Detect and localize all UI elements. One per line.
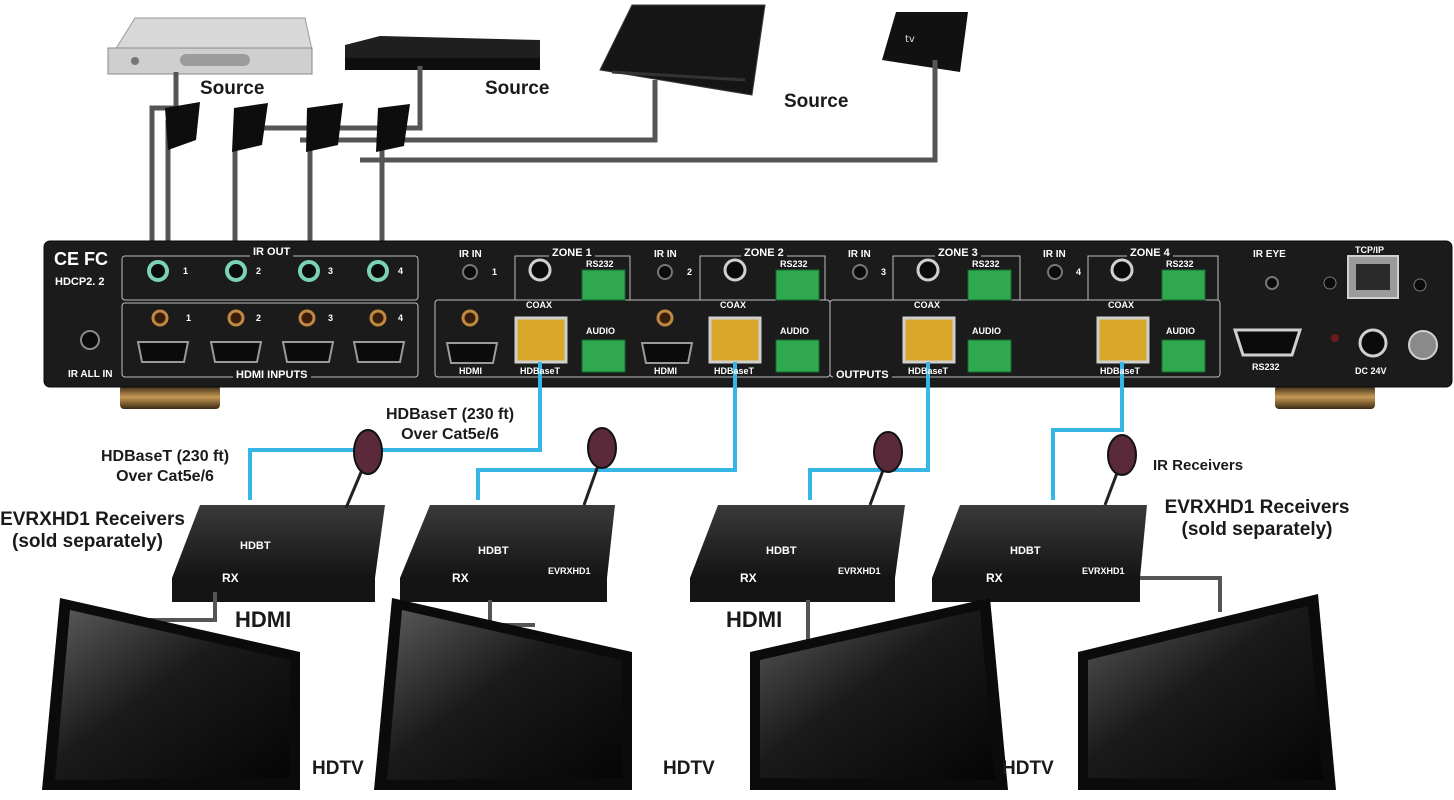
zone-1-hdmi: HDMI bbox=[459, 366, 482, 376]
ir-out-port-1: 1 bbox=[183, 266, 189, 276]
zone-4-ir-num: 4 bbox=[1076, 267, 1082, 277]
receiver-2-rx: RX bbox=[452, 571, 469, 585]
zone-2-rs232: RS232 bbox=[780, 259, 808, 269]
receiver-1 bbox=[172, 505, 385, 602]
hdmi-label-2: HDMI bbox=[726, 607, 783, 632]
source-device-blu-ray-player bbox=[345, 36, 540, 70]
ir-out-port-2: 2 bbox=[256, 266, 262, 276]
zone-1-rs232: RS232 bbox=[586, 259, 614, 269]
ir-out-label: IR OUT bbox=[250, 246, 294, 258]
hdmi-inputs-label: HDMI INPUTS bbox=[233, 369, 311, 381]
zone-2-ir-num: 2 bbox=[687, 267, 693, 277]
receiver-2 bbox=[400, 505, 615, 602]
receiver-3-brand: HDBT bbox=[766, 545, 797, 557]
receivers-label-left-2: (sold separately) bbox=[12, 531, 163, 552]
hdmi-input-port-3: 3 bbox=[328, 313, 334, 323]
ir-receiver-pucks bbox=[344, 427, 1137, 509]
receivers-label-right-2: (sold separately) bbox=[1181, 519, 1333, 540]
zone-4-hdbaset: HDBaseT bbox=[1100, 366, 1141, 376]
zone-2-hdbaset: HDBaseT bbox=[714, 366, 755, 376]
receiver-1-brand: HDBT bbox=[240, 540, 271, 552]
zone-1-hdbaset: HDBaseT bbox=[520, 366, 561, 376]
zone-1-ir-num: 1 bbox=[492, 267, 498, 277]
source-device-satellite-box bbox=[107, 17, 313, 75]
zone-3-ir-in: IR IN bbox=[848, 249, 871, 260]
source-device-streaming-box: tv bbox=[882, 12, 968, 72]
zone-3-header: ZONE 3 bbox=[935, 247, 981, 259]
zone-3-coax: COAX bbox=[914, 300, 941, 310]
source-label-1: Source bbox=[200, 78, 265, 99]
hdtv-label-1: HDTV bbox=[312, 758, 364, 779]
hdtv-2 bbox=[374, 598, 632, 790]
zone-2-coax: COAX bbox=[720, 300, 747, 310]
tcp-ip-label: TCP/IP bbox=[1355, 245, 1385, 255]
dc-power-label: DC 24V bbox=[1355, 366, 1387, 376]
svg-text:tv: tv bbox=[905, 34, 915, 45]
ir-emitters bbox=[165, 102, 410, 152]
source-label-2: Source bbox=[485, 78, 550, 99]
hdcp-label: HDCP2. 2 bbox=[55, 276, 105, 288]
zone-1-ir-in: IR IN bbox=[459, 249, 482, 260]
receiver-3 bbox=[690, 505, 905, 602]
hdbaset-label-left-1: HDBaseT (230 ft) bbox=[100, 448, 230, 465]
hdmi-label-1: HDMI bbox=[235, 607, 292, 632]
source-label-3: Source bbox=[784, 91, 849, 112]
zone-1-audio: AUDIO bbox=[586, 326, 615, 336]
outputs-label: OUTPUTS bbox=[833, 369, 892, 381]
receiver-4 bbox=[932, 505, 1147, 602]
receiver-2-brand: HDBT bbox=[478, 545, 509, 557]
receiver-3-rx: RX bbox=[740, 571, 757, 585]
zone-4-rs232: RS232 bbox=[1166, 259, 1194, 269]
receiver-4-brand: HDBT bbox=[1010, 545, 1041, 557]
receivers-label-right-1: EVRXHD1 Receivers bbox=[1164, 497, 1350, 518]
receiver-4-model: EVRXHD1 bbox=[1082, 566, 1125, 576]
hdmi-input-port-4: 4 bbox=[398, 313, 404, 323]
hdbaset-cables bbox=[248, 362, 1124, 500]
ir-all-in-label: IR ALL IN bbox=[68, 369, 113, 380]
rs232-label: RS232 bbox=[1252, 362, 1280, 372]
zone-1-header: ZONE 1 bbox=[549, 247, 595, 259]
hdbaset-label-top-2: Over Cat5e/6 bbox=[401, 426, 499, 443]
zone-4-header: ZONE 4 bbox=[1127, 247, 1173, 259]
zone-4-audio: AUDIO bbox=[1166, 326, 1195, 336]
zone-2-hdmi: HDMI bbox=[654, 366, 677, 376]
zone-3-ir-num: 3 bbox=[881, 267, 887, 277]
zone-4-coax: COAX bbox=[1108, 300, 1135, 310]
hdbaset-label-top-1: HDBaseT (230 ft) bbox=[385, 406, 515, 423]
zone-3-hdbaset: HDBaseT bbox=[908, 366, 949, 376]
zone-4-ir-in: IR IN bbox=[1043, 249, 1066, 260]
source-device-game-console bbox=[599, 4, 766, 96]
ce-fc-mark: CE FC bbox=[54, 249, 108, 269]
hdmi-input-port-1: 1 bbox=[186, 313, 192, 323]
hdtv-label-2: HDTV bbox=[663, 758, 715, 779]
hdbaset-label-left-2: Over Cat5e/6 bbox=[116, 468, 214, 485]
hdmi-input-port-2: 2 bbox=[256, 313, 262, 323]
ir-receivers-label: IR Receivers bbox=[1153, 457, 1244, 474]
ir-out-port-3: 3 bbox=[328, 266, 334, 276]
receiver-3-model: EVRXHD1 bbox=[838, 566, 881, 576]
zone-3-rs232: RS232 bbox=[972, 259, 1000, 269]
hdtv-4 bbox=[1078, 594, 1336, 790]
zone-2-audio: AUDIO bbox=[780, 326, 809, 336]
hdtv-1 bbox=[42, 598, 300, 790]
zone-1-coax: COAX bbox=[526, 300, 553, 310]
receiver-1-rx: RX bbox=[222, 571, 239, 585]
receiver-2-model: EVRXHD1 bbox=[548, 566, 591, 576]
receivers-label-left-1: EVRXHD1 Receivers bbox=[0, 509, 185, 530]
ir-eye-label: IR EYE bbox=[1253, 249, 1286, 260]
zone-2-header: ZONE 2 bbox=[741, 247, 787, 259]
receiver-4-rx: RX bbox=[986, 571, 1003, 585]
ir-out-port-4: 4 bbox=[398, 266, 404, 276]
hdtv-label-3: HDTV bbox=[1002, 758, 1054, 779]
zone-3-audio: AUDIO bbox=[972, 326, 1001, 336]
matrix-switcher-rear-panel bbox=[43, 240, 1453, 409]
hdtv-3 bbox=[750, 598, 1008, 790]
zone-2-ir-in: IR IN bbox=[654, 249, 677, 260]
